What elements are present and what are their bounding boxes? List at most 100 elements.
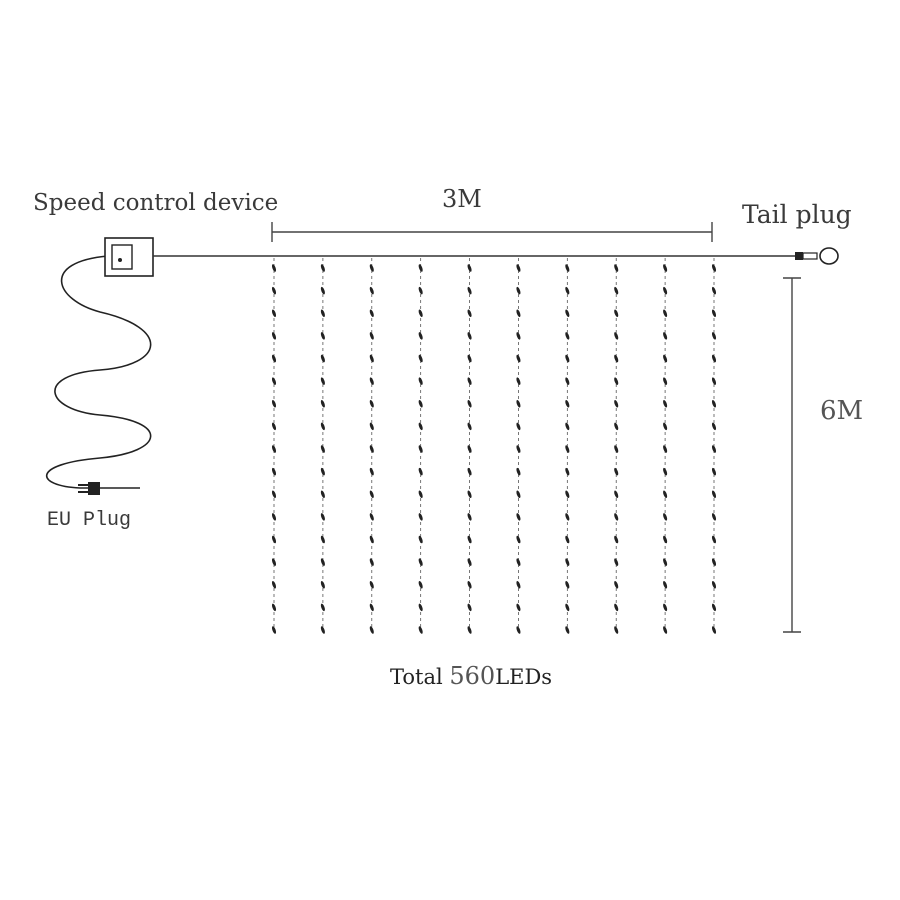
led-bulb bbox=[516, 332, 521, 340]
led-bulb bbox=[711, 626, 717, 634]
led-bulb bbox=[711, 354, 717, 363]
led-bulb bbox=[614, 603, 619, 612]
led-bulb bbox=[418, 309, 423, 318]
led-bulb bbox=[614, 264, 619, 272]
led-bulb bbox=[614, 490, 619, 499]
led-bulb bbox=[663, 626, 668, 634]
led-bulb bbox=[418, 286, 423, 295]
led-bulb bbox=[369, 490, 374, 499]
led-bulb bbox=[418, 377, 423, 385]
led-bulb bbox=[614, 513, 619, 521]
eu-plug-label: EU Plug bbox=[47, 509, 132, 532]
led-bulb bbox=[711, 513, 717, 521]
led-bulb bbox=[320, 626, 325, 634]
led-bulb bbox=[516, 399, 521, 408]
speed-control-device-icon bbox=[104, 237, 154, 277]
led-bulb bbox=[369, 513, 374, 521]
led-bulb bbox=[516, 377, 521, 385]
led-bulb bbox=[467, 422, 472, 431]
led-bulb bbox=[271, 422, 277, 431]
led-bulb bbox=[320, 286, 325, 295]
led-strands bbox=[271, 258, 717, 634]
eu-plug-icon bbox=[78, 482, 100, 495]
led-bulb bbox=[711, 422, 717, 431]
led-bulb bbox=[271, 603, 277, 612]
led-bulb bbox=[516, 513, 521, 521]
led-bulb bbox=[711, 535, 717, 544]
led-bulb bbox=[271, 377, 277, 385]
led-strand bbox=[418, 258, 423, 634]
led-bulb bbox=[711, 558, 717, 566]
led-bulb bbox=[369, 603, 374, 612]
led-bulb bbox=[663, 309, 668, 318]
led-bulb bbox=[565, 309, 570, 318]
led-bulb bbox=[271, 558, 277, 566]
led-bulb bbox=[271, 399, 277, 408]
led-bulb bbox=[516, 580, 521, 589]
led-bulb bbox=[711, 490, 717, 499]
led-strand bbox=[271, 258, 277, 634]
led-bulb bbox=[711, 467, 717, 476]
led-bulb bbox=[467, 354, 472, 363]
led-bulb bbox=[467, 286, 472, 295]
led-bulb bbox=[565, 445, 570, 453]
width-dimension-line bbox=[271, 222, 713, 242]
led-bulb bbox=[663, 467, 668, 476]
led-bulb bbox=[663, 264, 668, 272]
led-bulb bbox=[369, 445, 374, 453]
led-bulb bbox=[369, 535, 374, 544]
led-bulb bbox=[369, 580, 374, 589]
led-bulb bbox=[663, 490, 668, 499]
total-leds-label: Total 560LEDs bbox=[390, 662, 552, 690]
led-bulb bbox=[320, 580, 325, 589]
led-bulb bbox=[516, 354, 521, 363]
led-bulb bbox=[516, 286, 521, 295]
total-leds-prefix: Total bbox=[390, 665, 450, 689]
led-bulb bbox=[614, 354, 619, 363]
tail-plug-label: Tail plug bbox=[742, 200, 852, 229]
led-bulb bbox=[418, 354, 423, 363]
led-bulb bbox=[711, 332, 717, 340]
led-bulb bbox=[369, 332, 374, 340]
led-bulb bbox=[565, 490, 570, 499]
led-bulb bbox=[614, 377, 619, 385]
led-bulb bbox=[320, 332, 325, 340]
led-bulb bbox=[320, 354, 325, 363]
led-bulb bbox=[271, 490, 277, 499]
led-bulb bbox=[663, 558, 668, 566]
led-bulb bbox=[711, 309, 717, 318]
led-bulb bbox=[467, 332, 472, 340]
led-bulb bbox=[614, 626, 619, 634]
led-bulb bbox=[565, 558, 570, 566]
led-bulb bbox=[711, 399, 717, 408]
led-bulb bbox=[516, 467, 521, 476]
led-bulb bbox=[711, 286, 717, 295]
total-leds-suffix: LEDs bbox=[495, 665, 553, 689]
led-bulb bbox=[418, 580, 423, 589]
led-bulb bbox=[565, 626, 570, 634]
led-bulb bbox=[369, 309, 374, 318]
led-bulb bbox=[614, 535, 619, 544]
led-strand bbox=[614, 258, 619, 634]
led-bulb bbox=[271, 286, 277, 295]
led-bulb bbox=[320, 513, 325, 521]
led-bulb bbox=[418, 445, 423, 453]
led-bulb bbox=[467, 580, 472, 589]
led-bulb bbox=[614, 580, 619, 589]
led-bulb bbox=[418, 603, 423, 612]
led-bulb bbox=[565, 422, 570, 431]
led-bulb bbox=[467, 399, 472, 408]
led-strand bbox=[516, 258, 521, 634]
led-bulb bbox=[369, 264, 374, 272]
led-bulb bbox=[663, 377, 668, 385]
led-bulb bbox=[369, 626, 374, 634]
led-bulb bbox=[663, 332, 668, 340]
led-bulb bbox=[467, 603, 472, 612]
led-bulb bbox=[320, 399, 325, 408]
led-bulb bbox=[271, 467, 277, 476]
led-strand bbox=[369, 258, 374, 634]
power-cord-coil bbox=[46, 255, 152, 489]
led-bulb bbox=[565, 264, 570, 272]
led-bulb bbox=[369, 558, 374, 566]
